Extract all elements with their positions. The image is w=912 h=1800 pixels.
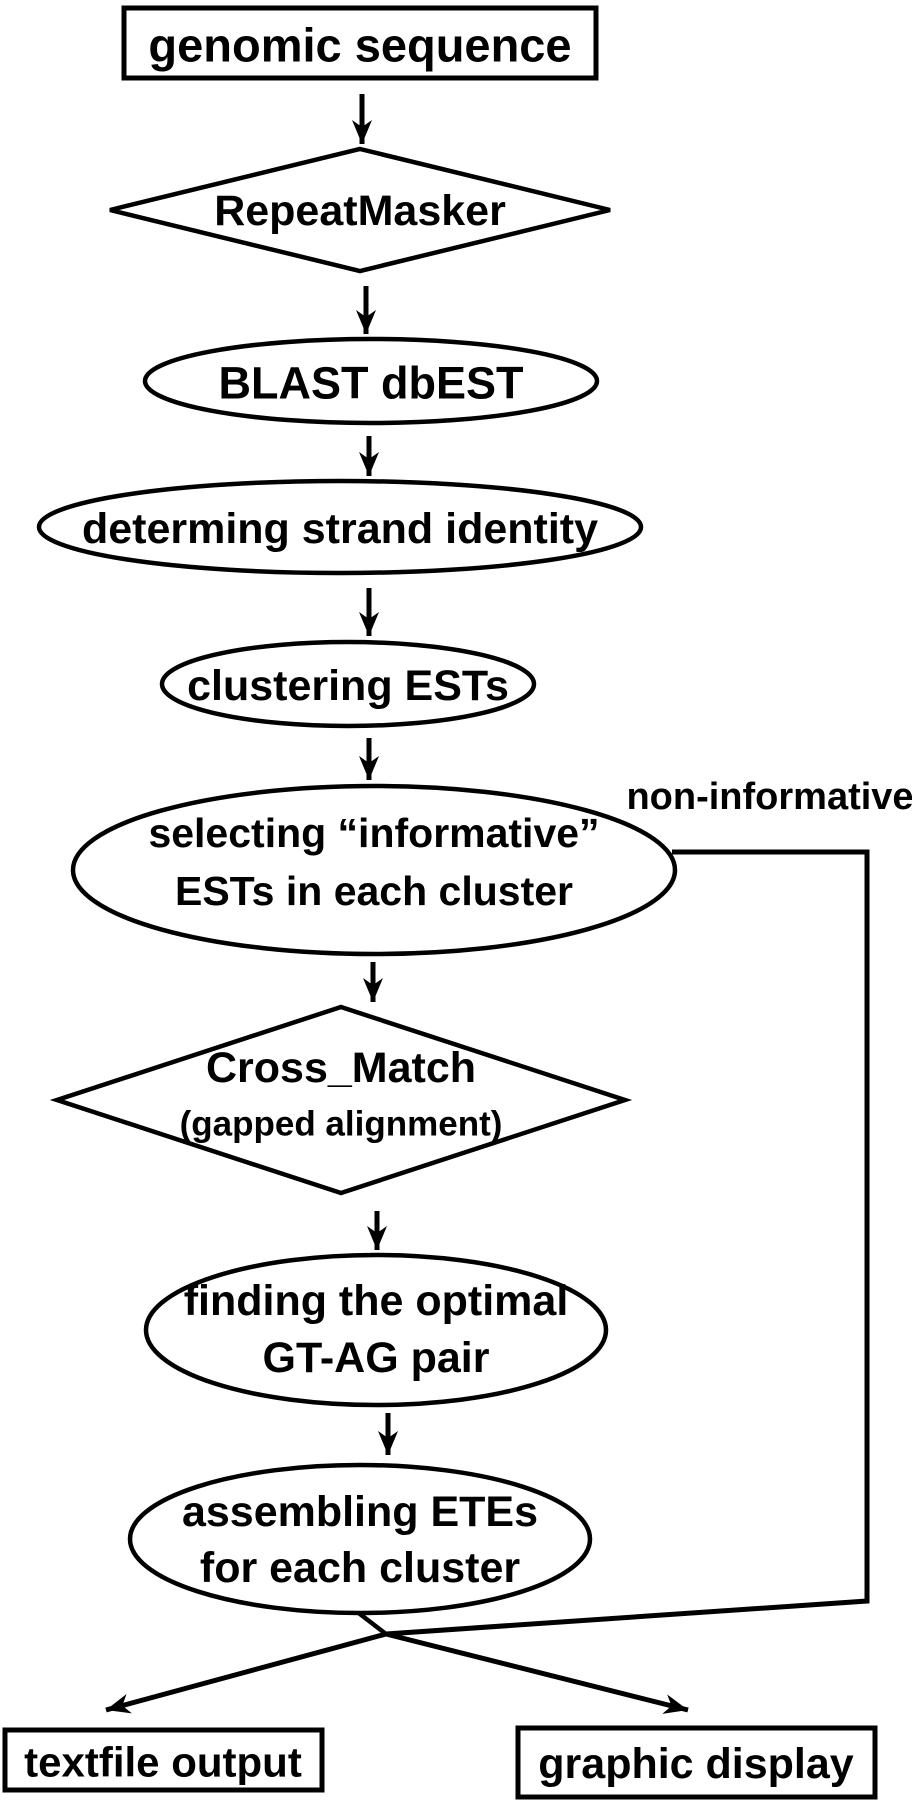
node-genomic-sequence-box — [121, 5, 599, 81]
node-selecting-informative-ellipse — [70, 783, 678, 957]
node-textfile-output-box — [2, 1727, 325, 1793]
node-determing-strand-label: determing strand identity — [82, 505, 598, 553]
node-finding-optimal-label-line1: finding the optimal — [184, 1277, 569, 1325]
node-textfile-output-label: textfile output — [24, 1739, 302, 1786]
node-assembling-etes-label-line2: for each cluster — [200, 1544, 520, 1592]
node-graphic-display-box — [515, 1725, 878, 1800]
node-finding-optimal-ellipse — [143, 1252, 609, 1408]
node-repeatmasker-label: RepeatMasker — [214, 187, 506, 235]
node-cross-match-label-line1: Cross_Match — [206, 1044, 476, 1092]
node-repeatmasker-diamond — [109, 146, 611, 274]
node-assembling-etes-ellipse — [127, 1462, 593, 1616]
edge-label-non-informative: non-informative — [626, 776, 912, 818]
node-selecting-informative-label-line1: selecting “informative” — [148, 810, 599, 856]
node-clustering-ests-ellipse — [159, 639, 537, 729]
node-graphic-display-label: graphic display — [538, 1740, 854, 1788]
node-blast-dbest-label: BLAST dbEST — [219, 358, 524, 409]
node-finding-optimal-label-line2: GT-AG pair — [263, 1334, 490, 1382]
branch-arrow-textfile — [105, 1631, 387, 1714]
node-genomic-sequence-label: genomic sequence — [148, 19, 571, 72]
node-clustering-ests-label: clustering ESTs — [187, 662, 509, 710]
node-determing-strand-ellipse — [36, 478, 644, 576]
node-assembling-etes-label-line1: assembling ETEs — [182, 1488, 538, 1536]
node-blast-dbest-ellipse — [142, 336, 600, 426]
node-cross-match-label-line2: (gapped alignment) — [180, 1105, 503, 1144]
non-informative-bypass-line — [385, 849, 870, 1637]
node-selecting-informative-label-line2: ESTs in each cluster — [175, 868, 573, 914]
node-cross-match-diamond — [49, 1004, 633, 1196]
branch-arrow-graphic — [385, 1631, 689, 1714]
